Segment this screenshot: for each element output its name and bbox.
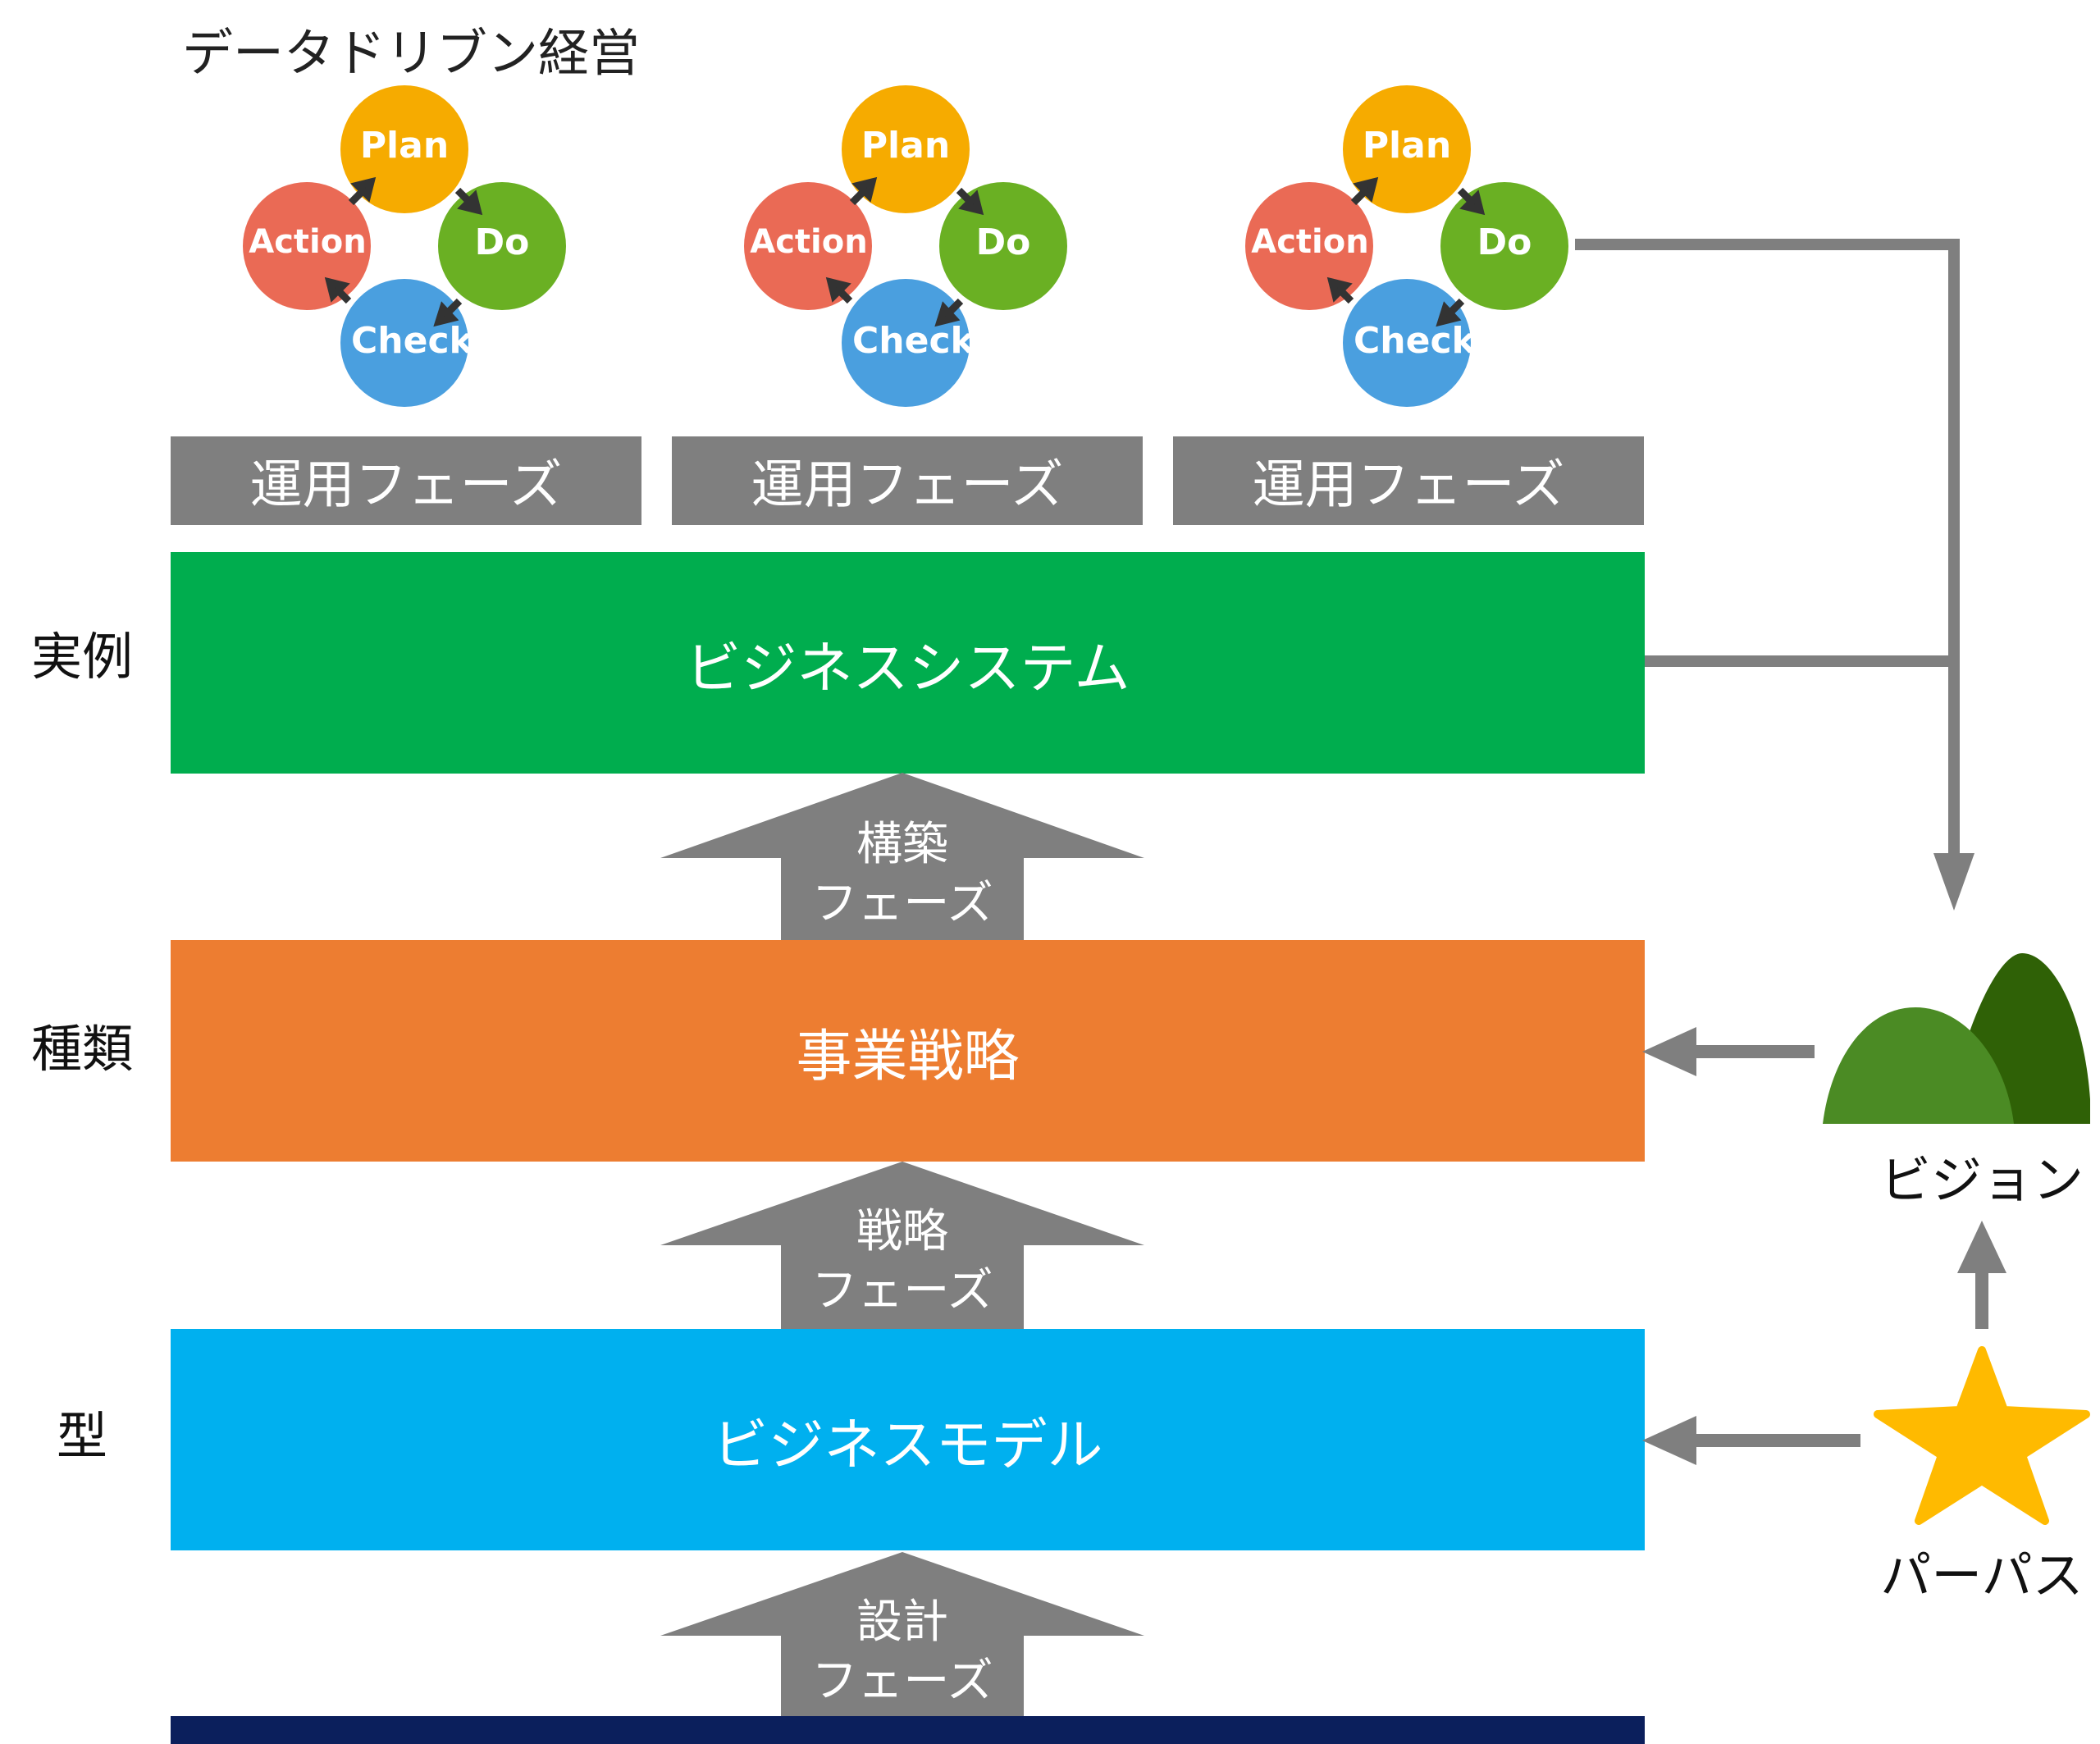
- purpose-to-vision-arrow: [1957, 1221, 2006, 1329]
- pdca-do-circle: [939, 182, 1067, 310]
- pdca-do-circle: [1440, 182, 1568, 310]
- design-phase-arrow: [660, 1552, 1144, 1716]
- operation-phase-box-1: 運用フェーズ: [171, 436, 641, 525]
- star-icon: [1874, 1346, 2090, 1525]
- pdca-cycle-1: [243, 85, 566, 407]
- business-model-band: ビジネスモデル: [171, 1329, 1645, 1550]
- pdca-action-label: Action: [1251, 223, 1369, 261]
- operation-phase-box-2: 運用フェーズ: [672, 436, 1143, 525]
- operation-phase-box-3: 運用フェーズ: [1173, 436, 1644, 525]
- feedback-connector: [1575, 239, 1960, 853]
- construction-phase-arrow: [660, 773, 1144, 940]
- pdca-do-label: Do: [1477, 221, 1532, 263]
- vision-down-arrowhead: [1933, 853, 1974, 911]
- pdca-action-circle: [1245, 182, 1373, 310]
- construction-phase-label: 構築 フェーズ: [779, 815, 1025, 934]
- vision-label: ビジョン: [1879, 1150, 2084, 1210]
- strategy-phase-label-line2: フェーズ: [811, 1264, 993, 1317]
- vision-to-strategy-arrow: [1642, 1027, 1815, 1076]
- base-bar: [171, 1716, 1645, 1744]
- purpose-label: パーパス: [1880, 1545, 2084, 1605]
- pdca-do-label: Do: [975, 221, 1031, 263]
- level-label-instance: 実例: [30, 627, 133, 687]
- level-label-kind: 種類: [30, 1019, 133, 1079]
- pdca-cycle-2: [744, 85, 1067, 407]
- pdca-check-label: Check: [852, 320, 975, 362]
- pdca-cycle-3: [1245, 85, 1568, 407]
- level-label-type: 型: [56, 1406, 107, 1466]
- pdca-cycle-arrows: [324, 176, 483, 327]
- pdca-plan-label: Plan: [359, 125, 450, 167]
- design-phase-label: 設計 フェーズ: [779, 1593, 1025, 1711]
- pdca-action-circle: [243, 182, 371, 310]
- pdca-cycle-arrows: [825, 176, 984, 327]
- pdca-do-label: Do: [474, 221, 530, 263]
- pdca-action-label: Action: [750, 223, 868, 261]
- purpose-to-model-arrow: [1642, 1416, 1860, 1465]
- diagram-title: データドリブン経営: [182, 23, 641, 83]
- strategy-phase-label: 戦略 フェーズ: [779, 1203, 1025, 1321]
- design-phase-label-line1: 設計: [856, 1596, 948, 1649]
- pdca-check-circle: [1343, 279, 1471, 407]
- pdca-action-label: Action: [249, 223, 367, 261]
- business-system-band: ビジネスシステム: [171, 552, 1645, 774]
- pdca-check-label: Check: [1354, 320, 1476, 362]
- construction-phase-label-line1: 構築: [856, 818, 948, 871]
- pdca-do-circle: [438, 182, 566, 310]
- strategy-phase-arrow: [660, 1162, 1144, 1329]
- mountain-light-icon: [1823, 1007, 2014, 1124]
- pdca-cycle-arrows: [1326, 176, 1486, 327]
- pdca-check-label: Check: [351, 320, 473, 362]
- pdca-plan-label: Plan: [1362, 125, 1452, 167]
- design-phase-label-line2: フェーズ: [811, 1655, 993, 1708]
- pdca-check-circle: [340, 279, 468, 407]
- pdca-action-circle: [744, 182, 872, 310]
- strategy-phase-label-line1: 戦略: [856, 1205, 948, 1258]
- pdca-check-circle: [842, 279, 970, 407]
- pdca-plan-label: Plan: [861, 125, 951, 167]
- business-strategy-band: 事業戦略: [171, 940, 1645, 1162]
- construction-phase-label-line2: フェーズ: [811, 877, 993, 930]
